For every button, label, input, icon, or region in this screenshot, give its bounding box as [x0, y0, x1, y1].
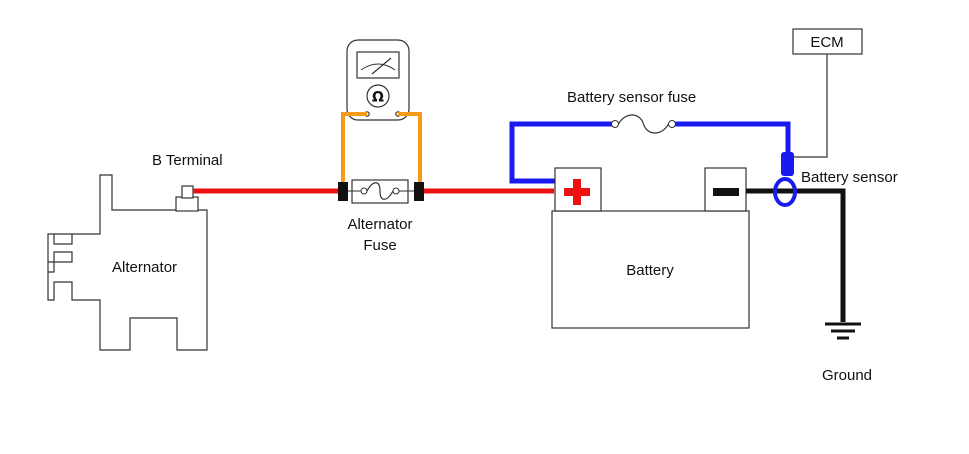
multimeter-scale [360, 63, 396, 71]
alternator [47, 174, 208, 351]
fuse-element [366, 182, 394, 200]
sensor-fuse-contact [611, 120, 619, 128]
ground-label: Ground [822, 367, 872, 384]
ground-symbol-icon [825, 322, 861, 340]
ground-wire [746, 188, 846, 322]
sensor-wire-segment [509, 121, 612, 184]
negative-terminal [704, 167, 747, 212]
battery [551, 167, 750, 329]
ohm-symbol-icon: Ω [372, 90, 384, 106]
battery-sensor-fuse-label: Battery sensor fuse [567, 89, 696, 106]
battery-sensor-fuse [611, 114, 676, 134]
battery-sensor-label: Battery sensor [801, 169, 898, 186]
battery-sensor-body [781, 152, 794, 176]
negative-sign-icon [713, 188, 739, 196]
meter-lead-right [398, 112, 422, 186]
alternator-fuse-label-line1: Alternator [347, 216, 412, 233]
multimeter-display [356, 51, 400, 79]
sensor-fuse-contact [668, 120, 676, 128]
battery-sensor [773, 152, 797, 207]
sensor-fuse-element [617, 114, 670, 134]
fuse-clip-right [414, 182, 424, 201]
multimeter-needle [371, 57, 392, 75]
alternator-label: Alternator [112, 259, 177, 276]
sensor-wire-segment [675, 121, 791, 154]
fuse-contact [392, 187, 400, 195]
ecm-box [792, 28, 863, 55]
fuse-contact [360, 187, 368, 195]
b-terminal-post [175, 196, 199, 212]
b-terminal-stud [181, 185, 194, 199]
battery-case [551, 210, 750, 329]
ecm-label: ECM [810, 34, 843, 51]
ecm-signal-line [793, 54, 828, 158]
fuse-clip-left [338, 182, 348, 201]
b-terminal-label: B Terminal [152, 152, 223, 169]
alternator-fuse-label-line2: Fuse [363, 237, 396, 254]
multimeter: Ω [346, 39, 410, 121]
battery-sensor-clamp [773, 177, 797, 207]
positive-sign-icon [573, 179, 581, 205]
ohm-dial [366, 84, 390, 108]
alternator-fuse [338, 179, 424, 204]
meter-lead-left [341, 112, 367, 186]
battery-label: Battery [626, 262, 674, 279]
